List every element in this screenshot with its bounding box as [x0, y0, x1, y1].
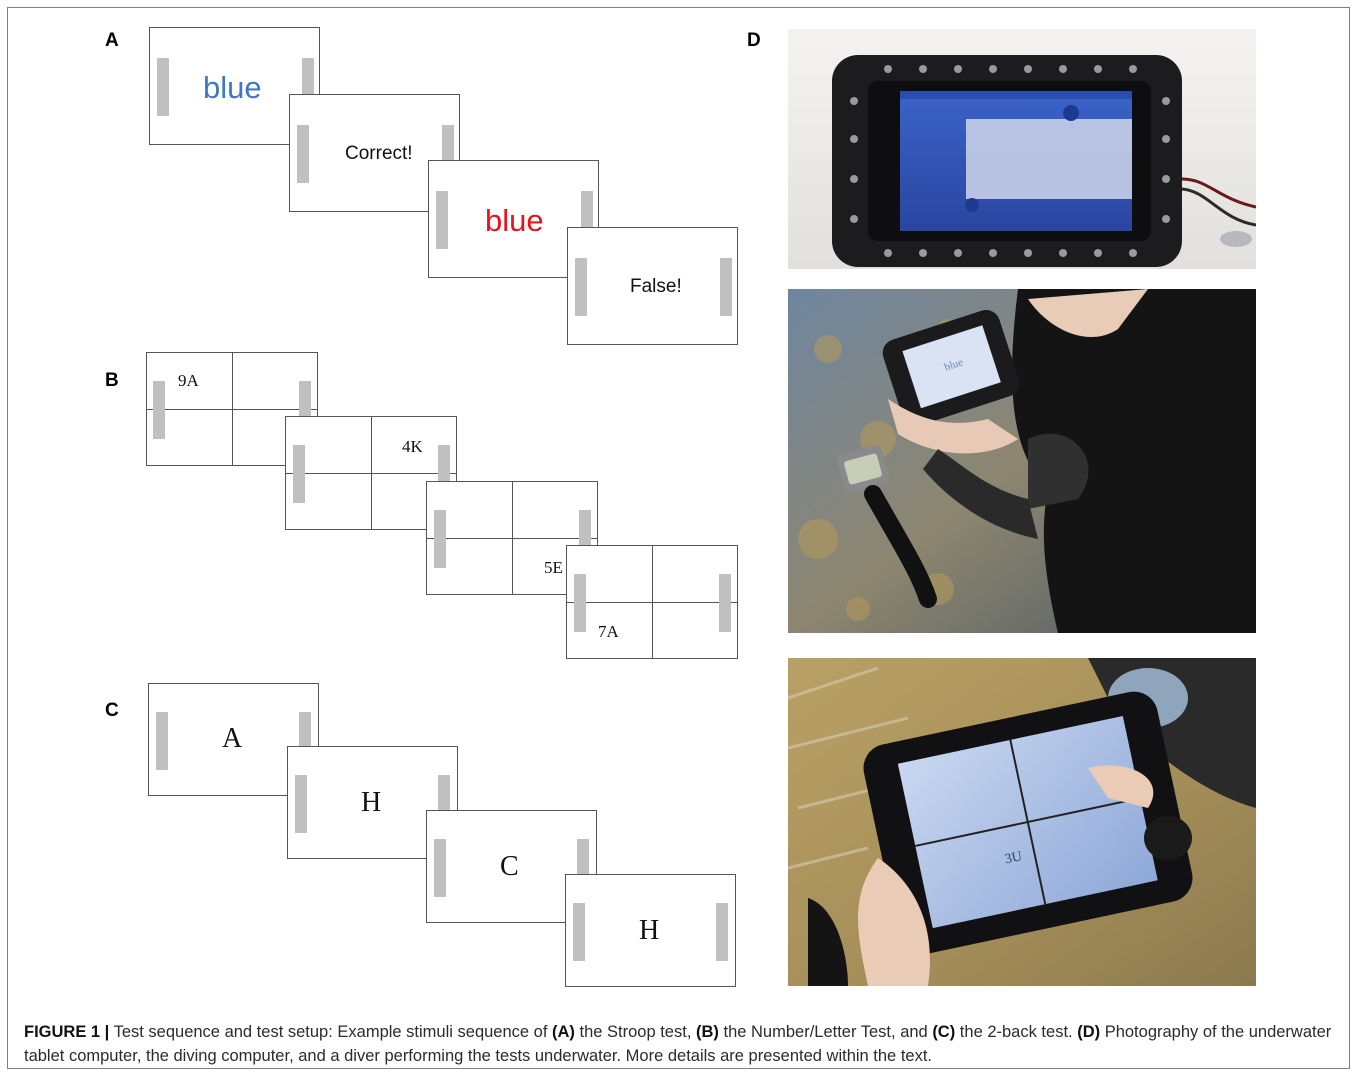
caption-ref-a: (A): [552, 1023, 575, 1041]
response-bar-left: [436, 191, 448, 249]
two-back-letter: H: [361, 787, 382, 818]
caption-ref-b: (B): [696, 1023, 719, 1041]
stimulus-digit-letter: 5E: [544, 558, 563, 577]
response-bar-left: [575, 258, 587, 316]
tablet-housing-illustration: [788, 29, 1256, 269]
response-bar-right: [719, 574, 731, 632]
panel-label-c: C: [105, 700, 119, 721]
response-bar-left: [434, 510, 446, 568]
response-bar-left: [434, 839, 446, 897]
response-bar-left: [574, 574, 586, 632]
response-bar-left: [297, 125, 309, 183]
response-bar-right: [720, 258, 732, 316]
figure-label: FIGURE 1 |: [24, 1023, 110, 1041]
grid-divider-horizontal: [427, 538, 597, 539]
two-back-letter: C: [500, 851, 519, 882]
response-bar-left: [157, 58, 169, 116]
feedback-text: False!: [630, 276, 682, 297]
caption-ref-d: (D): [1077, 1023, 1101, 1041]
figure-caption: FIGURE 1 | Test sequence and test setup:…: [24, 1020, 1339, 1068]
response-bar-left: [153, 381, 165, 439]
panel-label-a: A: [105, 30, 119, 51]
caption-text-1: Test sequence and test setup: Example st…: [109, 1023, 553, 1041]
caption-text-3: the Number/Letter Test, and: [718, 1023, 933, 1041]
stimulus-digit-letter: 7A: [598, 622, 619, 641]
photo-diver-tablet: blue: [788, 289, 1256, 633]
diver-illustration: blue: [788, 289, 1256, 633]
stroop-word: blue: [485, 203, 544, 238]
photo-tablet-closeup: 3U: [788, 658, 1256, 986]
response-bar-left: [293, 445, 305, 503]
stroop-card-4: False!: [567, 227, 738, 345]
response-bar-left: [573, 903, 585, 961]
two-back-letter: H: [639, 915, 660, 946]
grid-divider-horizontal: [567, 602, 737, 603]
two-back-letter: A: [222, 723, 243, 754]
stimulus-digit-letter: 9A: [178, 371, 199, 390]
stimulus-digit-letter: 4K: [402, 437, 423, 456]
caption-text-2: the Stroop test,: [574, 1023, 696, 1041]
caption-text-4: the 2-back test.: [955, 1023, 1078, 1041]
response-bar-left: [156, 712, 168, 770]
feedback-text: Correct!: [345, 143, 413, 164]
grid-divider-horizontal: [147, 409, 317, 410]
photo-tablet-housing: [788, 29, 1256, 269]
two-back-card-4: H: [565, 874, 736, 987]
stroop-word: blue: [203, 70, 262, 105]
grid-divider-horizontal: [286, 473, 456, 474]
response-bar-left: [295, 775, 307, 833]
stroop-card-1: blue: [149, 27, 320, 145]
panel-label-b: B: [105, 370, 119, 391]
panel-label-d: D: [747, 30, 761, 51]
tablet-screen-word: blue: [943, 356, 965, 373]
caption-ref-c: (C): [932, 1023, 956, 1041]
caption-text-5: Photography of the underwater tablet com…: [24, 1023, 1332, 1065]
response-bar-right: [716, 903, 728, 961]
tablet-closeup-illustration: 3U: [788, 658, 1256, 986]
number-letter-card-4: 7A: [566, 545, 738, 659]
tablet-screen-stimulus: 3U: [1004, 849, 1024, 867]
